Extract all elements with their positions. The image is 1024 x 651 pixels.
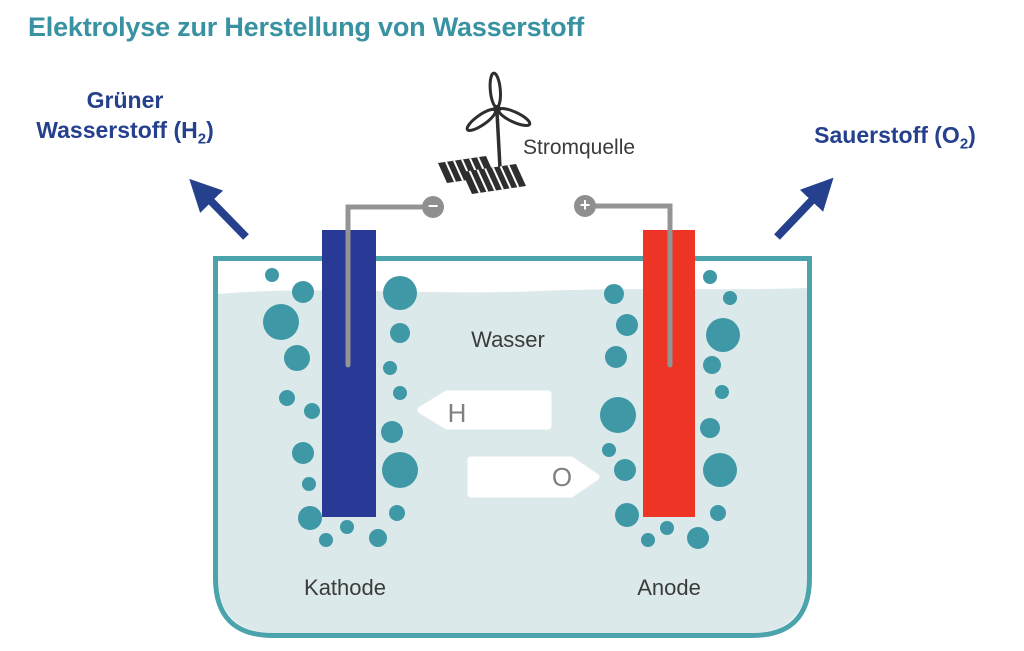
bubble xyxy=(298,506,322,530)
oxygen-symbol: O xyxy=(551,462,573,492)
bubble xyxy=(715,385,729,399)
bubble xyxy=(660,521,674,535)
oxygen-label: Sauerstoff (O2) xyxy=(814,122,976,153)
bubble xyxy=(381,421,403,443)
hydrogen-out-arrow xyxy=(189,178,249,240)
green-hydrogen-line1: Grüner xyxy=(86,87,164,113)
bubble xyxy=(687,527,709,549)
bubble xyxy=(369,529,387,547)
bubble xyxy=(703,356,721,374)
bubble xyxy=(393,386,407,400)
bubble xyxy=(292,281,314,303)
bubble xyxy=(615,503,639,527)
bubble xyxy=(383,276,417,310)
bubble xyxy=(340,520,354,534)
green-hydrogen-label: Grüner Wasserstoff (H2) xyxy=(18,86,232,149)
wind-turbine-icon xyxy=(465,71,532,169)
bubble xyxy=(614,459,636,481)
bubble xyxy=(616,314,638,336)
bubble xyxy=(710,505,726,521)
hydrogen-flow-arrow xyxy=(417,390,552,430)
tank-outline xyxy=(213,256,812,638)
bubble xyxy=(302,477,316,491)
bubble xyxy=(641,533,655,547)
gas-bubbles xyxy=(263,268,740,549)
bubble xyxy=(600,397,636,433)
bubble xyxy=(605,346,627,368)
solar-panel-icon xyxy=(438,156,526,194)
negative-terminal-icon: − xyxy=(422,196,444,218)
bubble xyxy=(706,318,740,352)
power-source-label: Stromquelle xyxy=(523,136,636,159)
bubble xyxy=(703,453,737,487)
green-hydrogen-line2: Wasserstoff (H2) xyxy=(36,116,214,148)
bubble xyxy=(723,291,737,305)
cathode-label: Kathode xyxy=(304,575,386,600)
bubble xyxy=(382,452,418,488)
bubble xyxy=(383,361,397,375)
bubble xyxy=(700,418,720,438)
bubble xyxy=(390,323,410,343)
anode-label: Anode xyxy=(637,575,701,600)
bubble xyxy=(265,268,279,282)
bubble xyxy=(284,345,310,371)
wire-positive xyxy=(592,203,673,368)
oxygen-flow-arrow xyxy=(467,456,600,498)
oxygen-out-arrow xyxy=(774,177,834,240)
bubble xyxy=(279,390,295,406)
bubble xyxy=(604,284,624,304)
bubble xyxy=(292,442,314,464)
bubble xyxy=(703,270,717,284)
hydrogen-symbol: H xyxy=(447,398,467,428)
wire-negative xyxy=(345,204,426,368)
page-title: Elektrolyse zur Herstellung von Wasserst… xyxy=(28,12,585,42)
water-label: Wasser xyxy=(471,327,545,352)
bubble xyxy=(304,403,320,419)
positive-terminal-icon: + xyxy=(574,195,596,217)
bubble xyxy=(389,505,405,521)
bubble xyxy=(319,533,333,547)
bubble xyxy=(263,304,299,340)
bubble xyxy=(602,443,616,457)
